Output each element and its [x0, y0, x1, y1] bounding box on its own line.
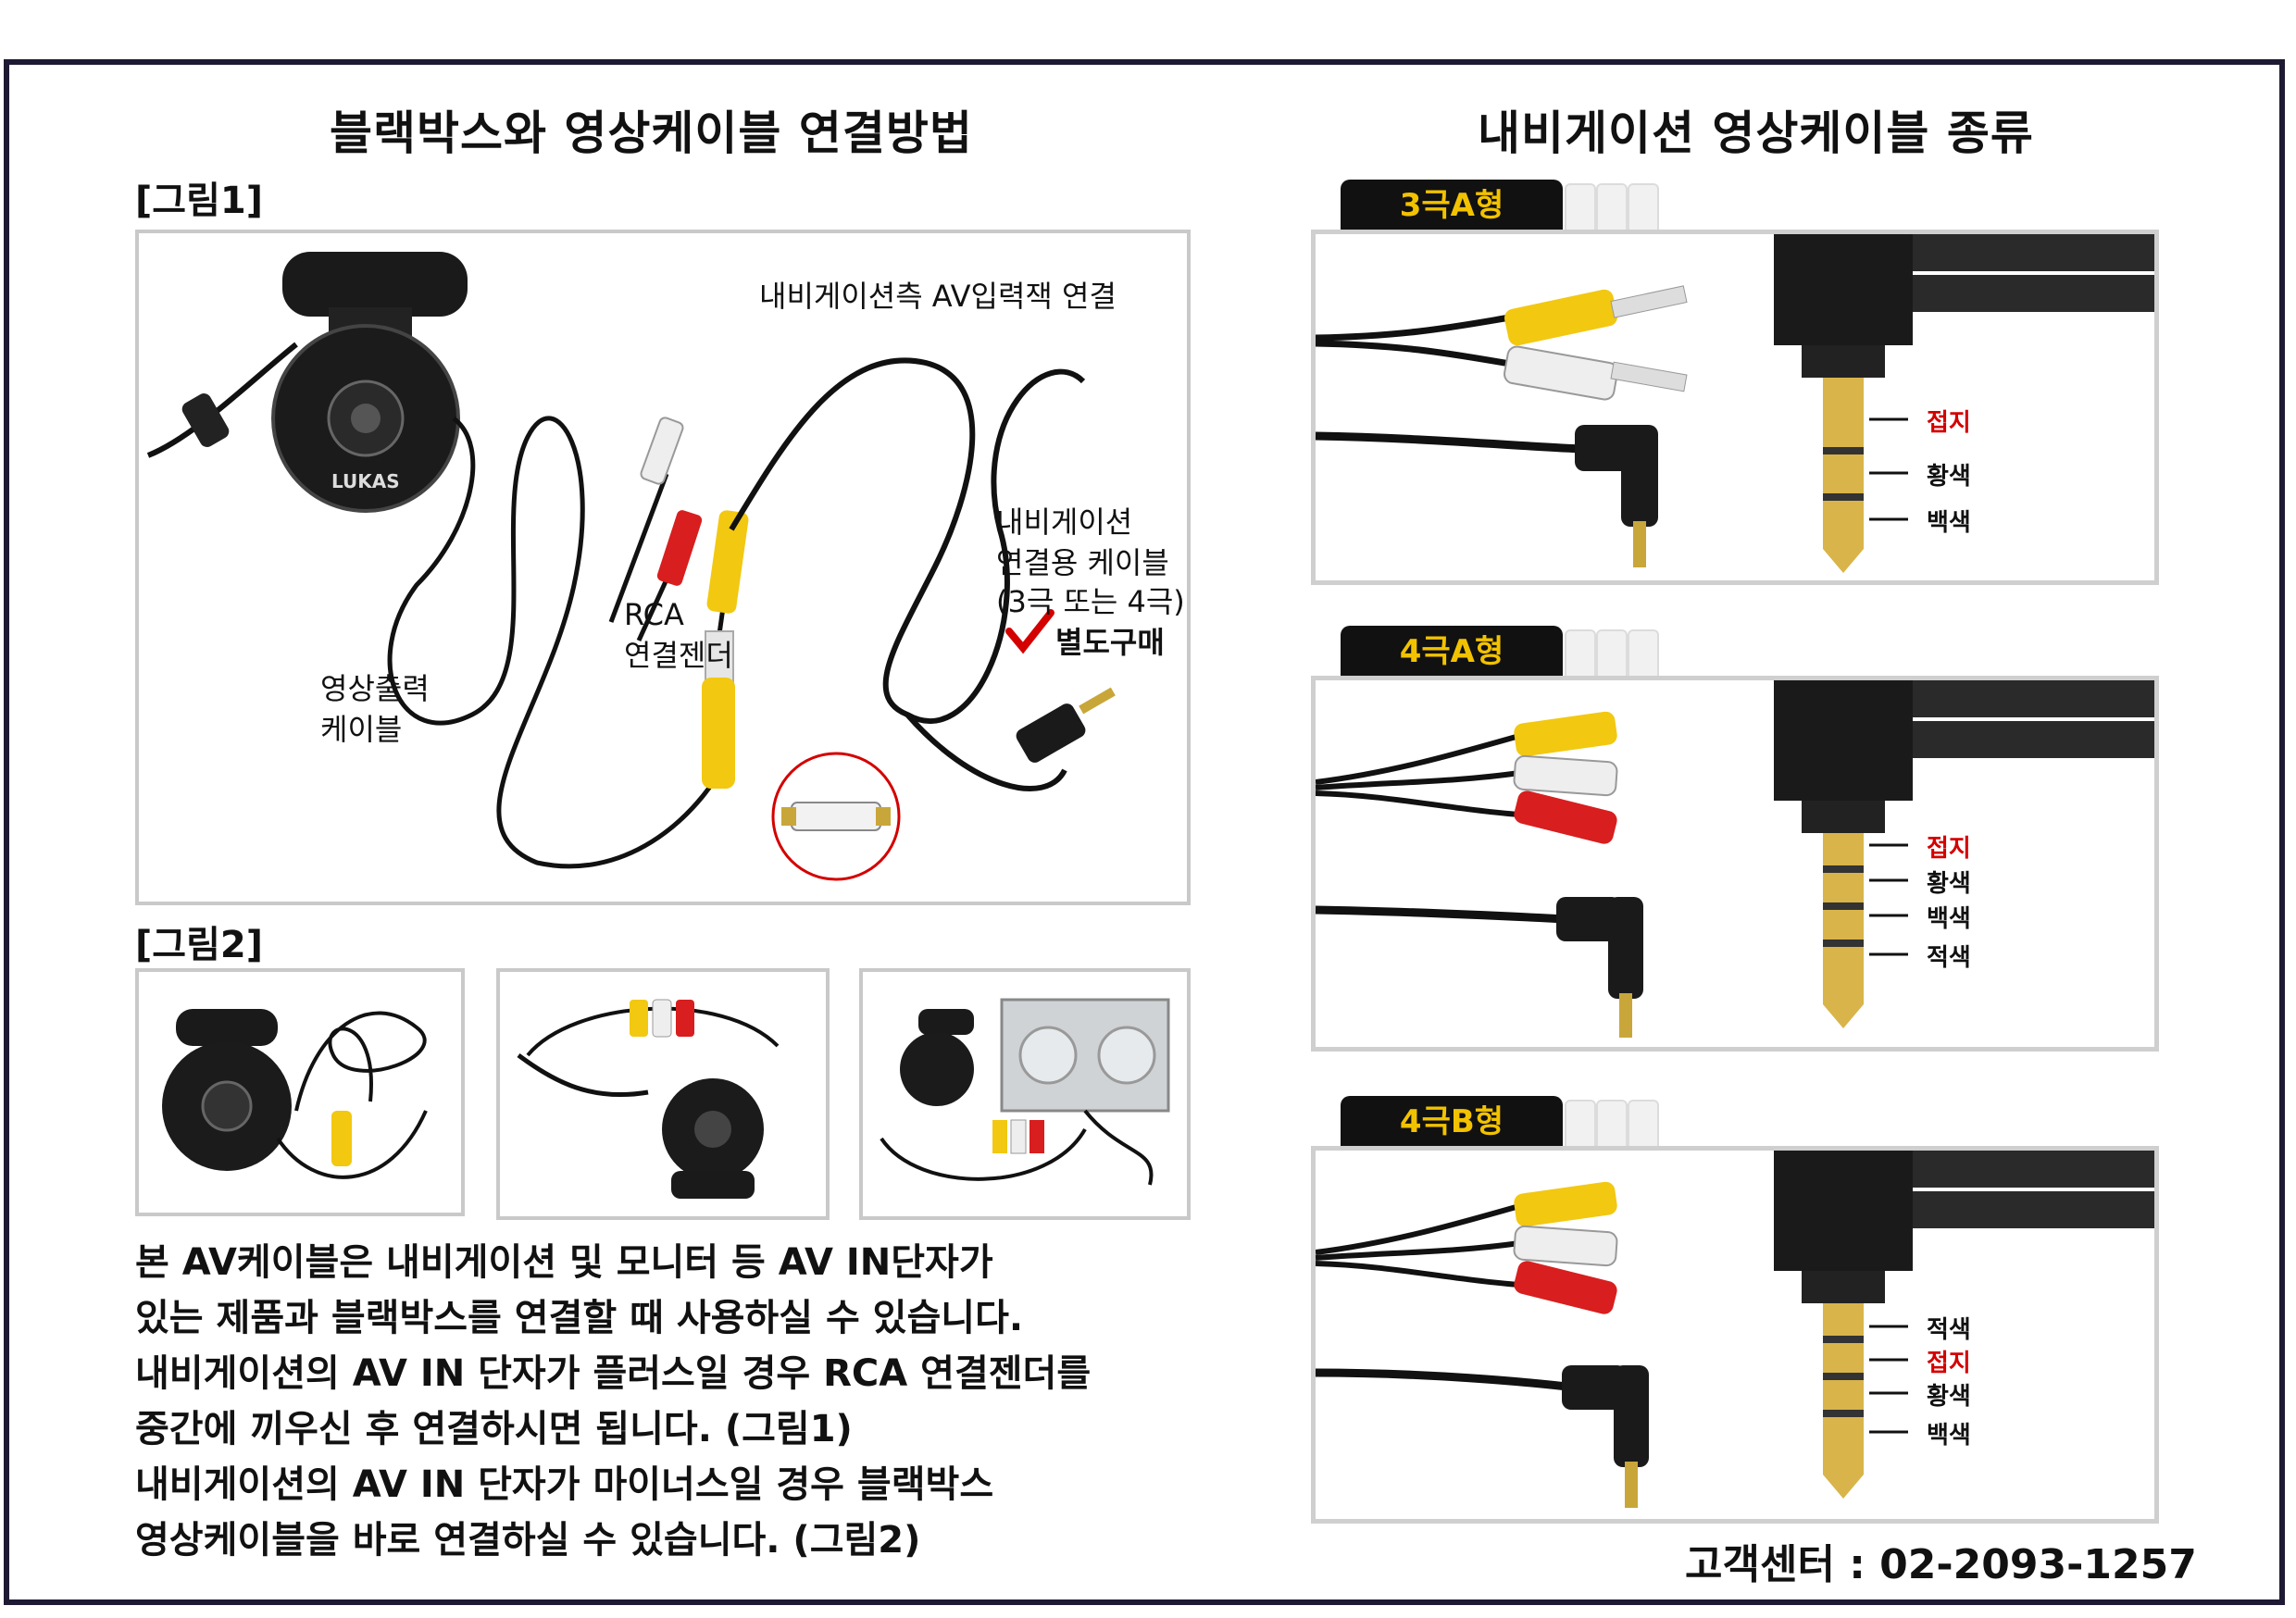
label-3pole-a-1: 접지 [1927, 409, 1971, 437]
customer-center: 고객센터 : 02-2093-1257 [1685, 1541, 2197, 1588]
video-out-cable [387, 416, 734, 869]
camera-mount [282, 252, 468, 317]
tab-3pole-a-label: 3극A형 [1341, 180, 1563, 231]
body-line-5: 내비게이션의 AV IN 단자가 마이너스일 경우 블랙박스 [135, 1463, 994, 1506]
label-4pole-a-1: 접지 [1927, 835, 1971, 863]
label-nav-cable-2: 연결용 케이블 [996, 545, 1169, 580]
figure2-photo-2 [496, 968, 830, 1220]
body-line-3: 내비게이션의 AV IN 단자가 플러스일 경우 RCA 연결젠더를 [135, 1352, 1092, 1395]
label-3pole-a-2: 황색 [1927, 463, 1971, 491]
figure2-photo-1 [135, 968, 465, 1216]
label-4pole-a-4: 적색 [1927, 944, 1971, 972]
camera-brand: LUKAS [331, 470, 400, 492]
label-4pole-b-3: 황색 [1927, 1383, 1971, 1411]
label-4pole-b-4: 백색 [1927, 1422, 1971, 1450]
tab-4pole-a-label: 4극A형 [1341, 626, 1563, 678]
body-line-2: 있는 제품과 블랙박스를 연결할 때 사용하실 수 있습니다. [135, 1297, 1024, 1339]
figure1-illustration: LUKAS [146, 252, 1116, 881]
label-4pole-a-3: 백색 [1927, 905, 1971, 933]
cable-box-3pole-a: 접지 황색 백색 [1311, 230, 2159, 585]
label-video-out-2: 케이블 [320, 712, 403, 747]
label-4pole-b-1: 적색 [1927, 1316, 1971, 1344]
label-nav-cable-1: 내비게이션 [996, 504, 1133, 540]
figure2-photo-3 [859, 968, 1191, 1220]
figure2-label: [그림2] [135, 924, 263, 966]
body-line-4: 중간에 끼우신 후 연결하시면 됩니다. (그림1) [135, 1408, 853, 1450]
label-video-out-1: 영상출력 [320, 671, 430, 706]
right-title: 내비게이션 영상케이블 종류 [1478, 106, 2034, 160]
figure1-label: [그림1] [135, 180, 263, 222]
label-4pole-b-2: 접지 [1927, 1350, 1971, 1377]
label-sold-separately: 별도구매 [1055, 625, 1165, 660]
nav-cable [729, 357, 1086, 724]
label-3pole-a-3: 백색 [1927, 509, 1971, 537]
check-icon [1005, 609, 1054, 654]
rca-red-connector [636, 510, 703, 642]
label-nav-side: 내비게이션측 AV입력잭 연결 [759, 279, 1117, 314]
cable-box-4pole-b: 적색 접지 황색 백색 [1311, 1146, 2159, 1524]
figure1-box: LUKAS 내비게이션측 AV입력잭 [135, 230, 1191, 905]
tab-4pole-b-label: 4극B형 [1341, 1096, 1563, 1148]
rca-white-connector [608, 417, 684, 623]
body-line-1: 본 AV케이블은 내비게이션 및 모니터 등 AV IN단자가 [135, 1241, 993, 1284]
body-line-6: 영상케이블을 바로 연결하실 수 있습니다. (그림2) [135, 1519, 921, 1562]
label-nav-cable-3: (3극 또는 4극) [996, 584, 1185, 619]
label-rca-1: RCA [624, 597, 684, 632]
label-4pole-a-2: 황색 [1927, 870, 1971, 898]
left-title: 블랙박스와 영상케이블 연결방법 [330, 106, 973, 160]
label-rca-2: 연결젠더 [624, 638, 733, 673]
cable-box-4pole-a: 접지 황색 백색 적색 [1311, 676, 2159, 1052]
rca-yellow-connector [702, 510, 749, 789]
